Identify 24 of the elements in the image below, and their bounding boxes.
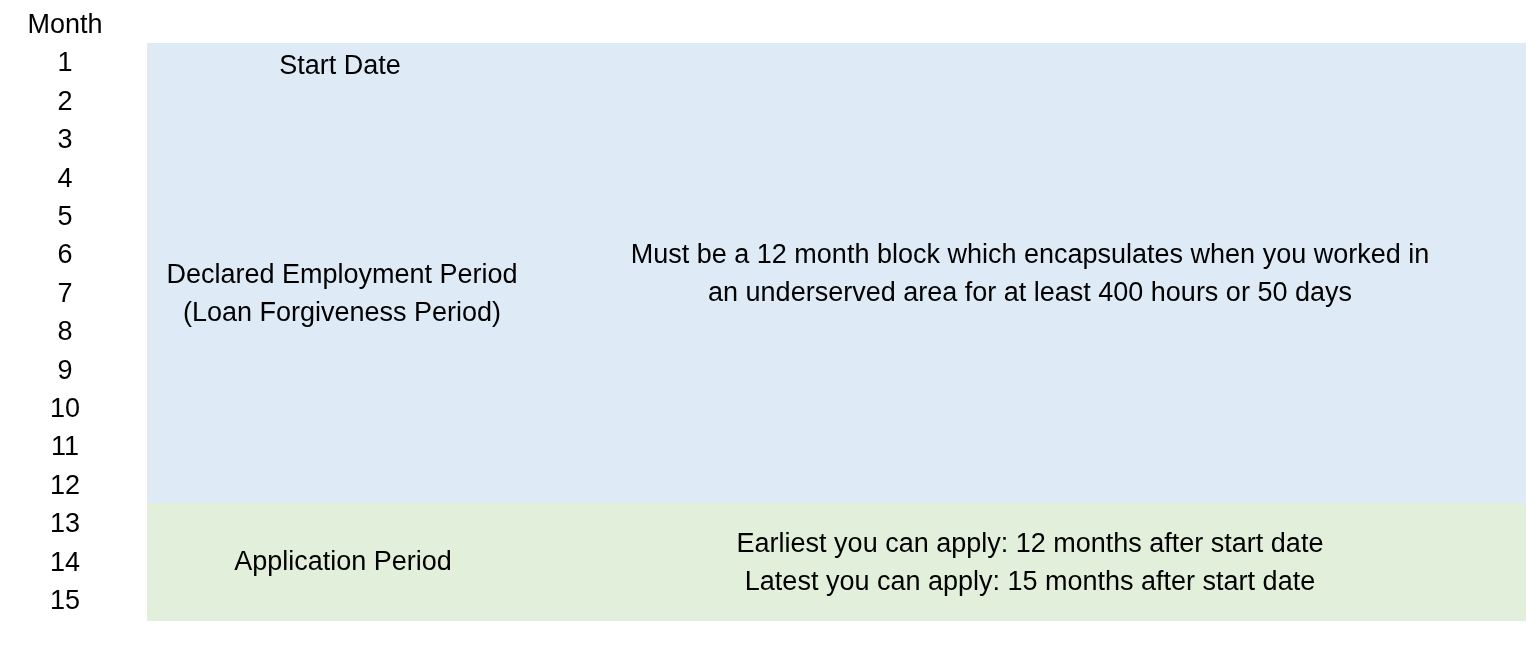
month-number: 13 xyxy=(50,507,80,541)
month-number: 14 xyxy=(50,545,80,579)
period-label: Declared Employment Period (Loan Forgiveness Period) xyxy=(165,258,519,329)
month-number: 2 xyxy=(57,84,73,118)
period-note: Must be a 12 month block which encapsulates when you worked in an underserved area for at least 400 hours or 50 days xyxy=(630,238,1430,309)
month-number: 5 xyxy=(57,200,73,233)
month-number: 3 xyxy=(57,123,73,157)
period-note: Latest you can apply: 15 months after start date xyxy=(744,565,1316,598)
month-number: 7 xyxy=(57,276,73,310)
month-number: 6 xyxy=(57,238,73,272)
month-number: 11 xyxy=(51,430,79,464)
period-label: Start Date xyxy=(279,49,401,82)
month-number: 10 xyxy=(50,392,80,425)
period-note: Earliest you can apply: 12 months after start date xyxy=(736,527,1324,560)
period-label: Application Period xyxy=(234,545,452,578)
month-number: 8 xyxy=(57,315,73,349)
period-band xyxy=(147,503,1526,621)
month-number: 1 xyxy=(57,46,73,80)
month-number: 12 xyxy=(50,468,80,502)
month-number: 9 xyxy=(57,353,73,387)
month-number: 4 xyxy=(57,161,73,195)
month-number: 15 xyxy=(50,584,80,617)
period-band xyxy=(147,43,1526,503)
column-header: Month xyxy=(27,8,103,41)
